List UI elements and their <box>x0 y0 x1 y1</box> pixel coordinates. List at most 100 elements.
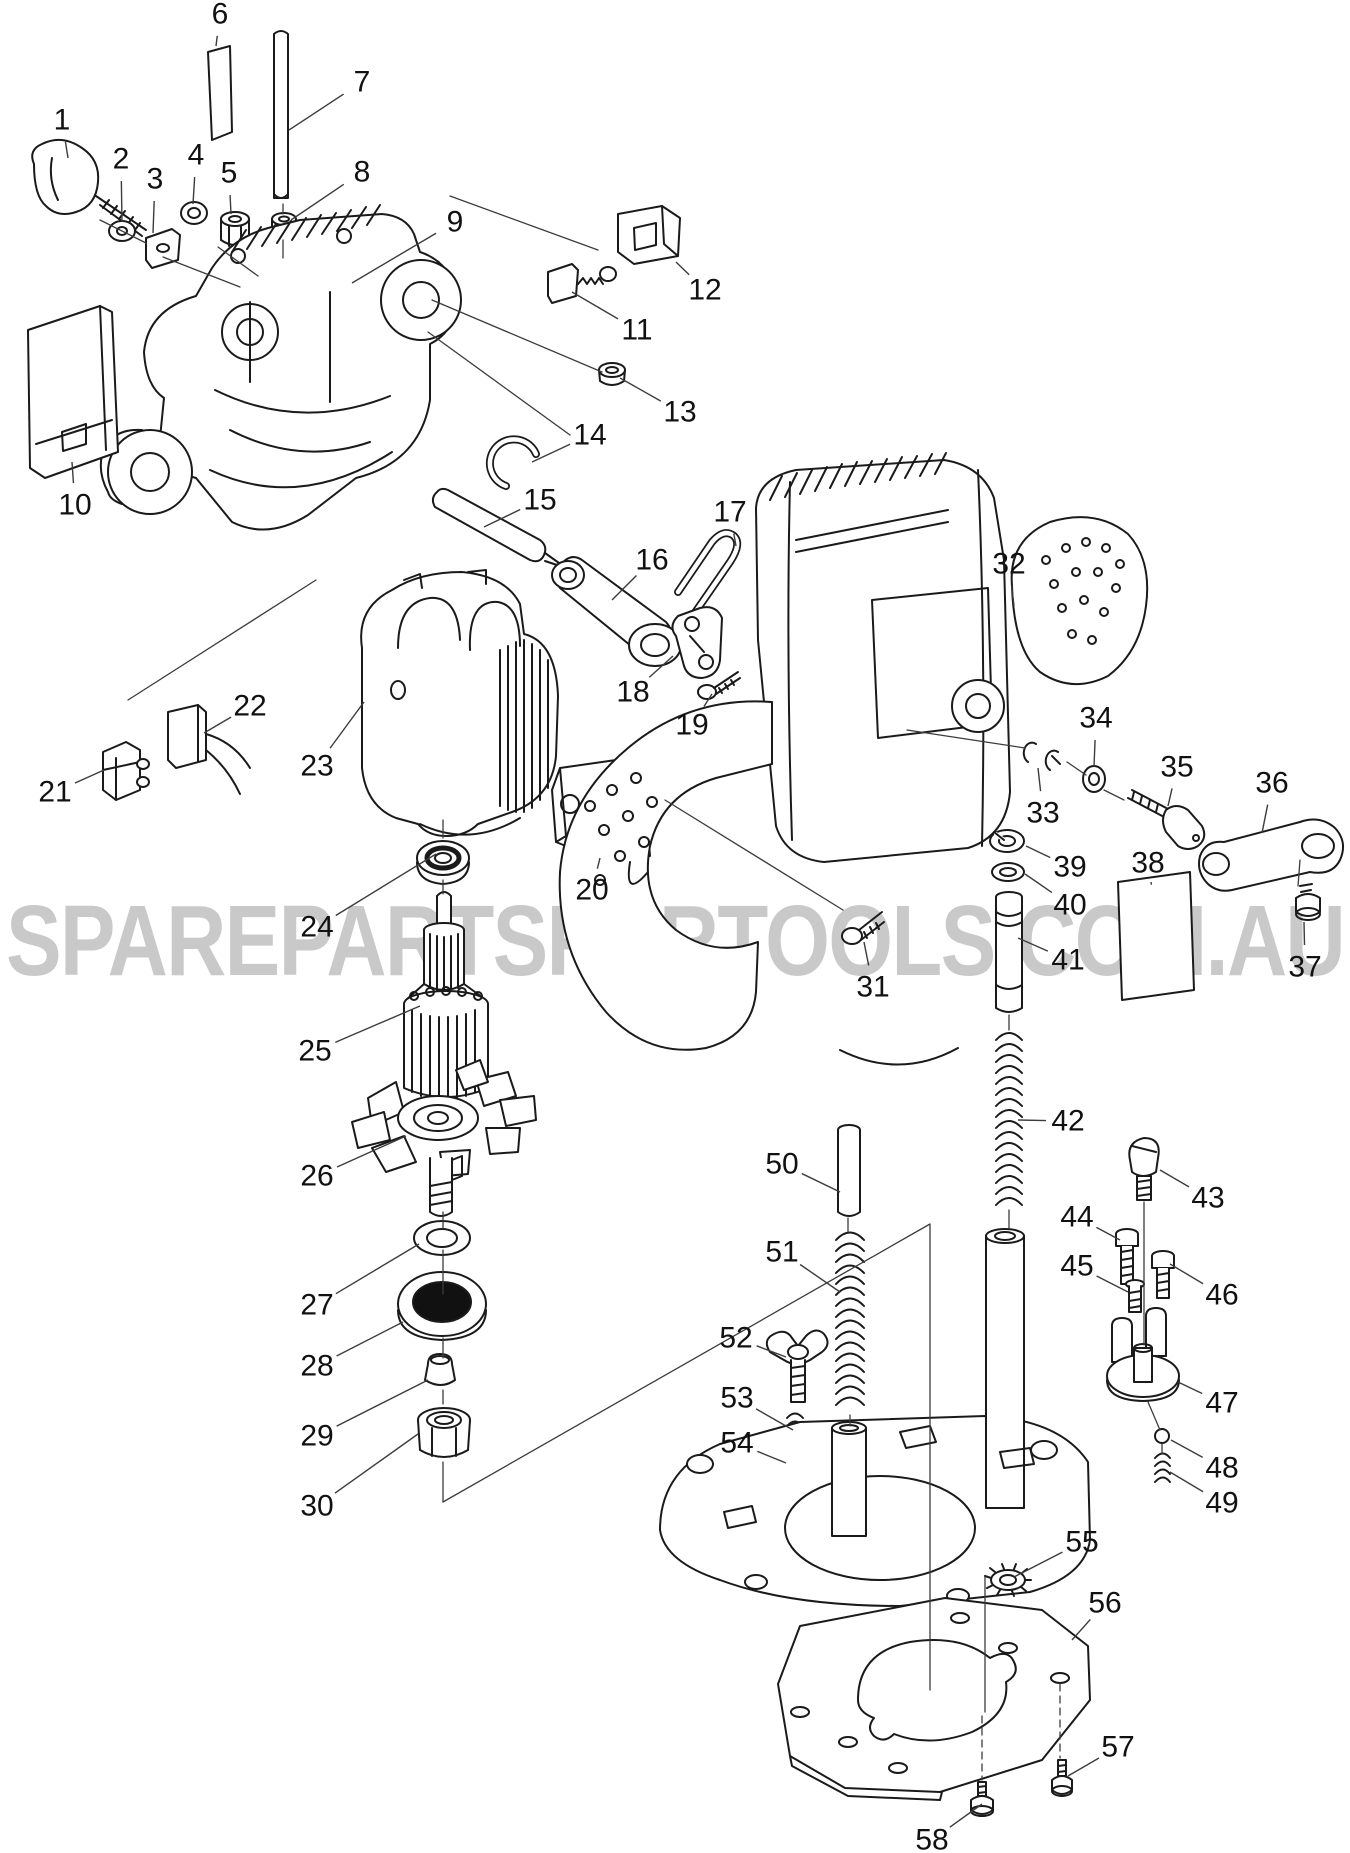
part-number-label-15: 15 <box>523 484 556 517</box>
part-number-label-3: 3 <box>147 163 164 196</box>
construction-lines <box>99 195 1301 1781</box>
part-number-label-13: 13 <box>663 396 696 429</box>
part-number-label-6: 6 <box>212 0 229 31</box>
leader-line-34 <box>1093 739 1096 767</box>
leader-line-25 <box>334 1005 421 1043</box>
part-number-label-47: 47 <box>1205 1387 1238 1420</box>
part-number-label-10: 10 <box>58 489 91 522</box>
leader-line-16 <box>611 575 637 601</box>
leader-line-41 <box>1017 937 1049 952</box>
leader-line-43 <box>1159 1169 1190 1188</box>
leader-line-45 <box>1096 1275 1129 1293</box>
leader-line-44 <box>1096 1226 1121 1241</box>
part-number-label-26: 26 <box>300 1160 333 1193</box>
leader-line-47 <box>1177 1381 1203 1395</box>
part-number-label-25: 25 <box>298 1035 331 1068</box>
leader-line-4 <box>192 176 196 205</box>
leader-line-6 <box>215 35 218 47</box>
leader-line-33 <box>1037 767 1042 792</box>
stopper-pole-41 <box>995 891 1023 1013</box>
hex-bolt-46 <box>1151 1250 1175 1299</box>
leader-line-36 <box>1261 804 1269 834</box>
part-number-label-7: 7 <box>354 66 371 99</box>
part-callouts: 1234567891011121314151617181920212223242… <box>38 0 1321 1853</box>
leader-line-10 <box>71 461 75 484</box>
part-number-label-49: 49 <box>1205 1487 1238 1520</box>
part-number-label-58: 58 <box>915 1824 948 1853</box>
part-number-label-53: 53 <box>720 1382 753 1415</box>
leader-line-32 <box>1010 585 1015 607</box>
part-number-label-43: 43 <box>1191 1182 1224 1215</box>
screw-37 <box>1295 883 1321 921</box>
clamp-lever-36 <box>1198 818 1345 892</box>
ball-bearing-24 <box>416 840 470 885</box>
leader-line-26 <box>336 1135 407 1168</box>
leader-line-21 <box>74 769 105 784</box>
part-number-label-19: 19 <box>675 709 708 742</box>
leader-lines <box>64 35 1306 1828</box>
lock-washer-39 <box>989 829 1025 853</box>
leader-line-58 <box>949 1803 983 1828</box>
part-number-label-39: 39 <box>1053 851 1086 884</box>
screw-19 <box>697 671 741 700</box>
leader-line-35 <box>1167 788 1173 807</box>
leader-line-22 <box>203 716 232 734</box>
part-number-label-22: 22 <box>233 690 266 723</box>
part-number-label-27: 27 <box>300 1289 333 1322</box>
part-number-label-36: 36 <box>1255 767 1288 800</box>
part-number-label-28: 28 <box>300 1350 333 1383</box>
part-number-label-16: 16 <box>635 544 668 577</box>
leader-line-2 <box>120 180 123 223</box>
leader-line-48 <box>1170 1439 1204 1459</box>
leader-line-12 <box>675 261 690 276</box>
brush-holder-12 <box>617 205 681 265</box>
flat-washer-40 <box>991 862 1025 882</box>
leader-line-11 <box>571 291 619 320</box>
hex-bolt-44 <box>1115 1228 1139 1285</box>
part-number-label-57: 57 <box>1101 1731 1134 1764</box>
leader-line-5 <box>229 194 232 215</box>
leader-line-19 <box>703 693 713 707</box>
part-number-label-44: 44 <box>1060 1201 1093 1234</box>
leader-line-17 <box>733 533 737 547</box>
leader-line-27 <box>335 1243 420 1295</box>
thumb-screw-43 <box>1128 1137 1160 1201</box>
part-number-label-48: 48 <box>1205 1452 1238 1485</box>
flat-washer-27 <box>413 1220 471 1256</box>
guide-rod-7 <box>273 30 289 199</box>
depth-stopper-47 <box>1106 1307 1180 1402</box>
wing-bolt-52 <box>765 1329 829 1403</box>
part-number-label-54: 54 <box>720 1427 753 1460</box>
part-number-label-29: 29 <box>300 1420 333 1453</box>
sub-base-plate-56 <box>777 1597 1091 1801</box>
part-number-label-52: 52 <box>719 1322 752 1355</box>
leader-line-23 <box>329 701 365 749</box>
part-number-label-38: 38 <box>1131 847 1164 880</box>
part-number-label-14: 14 <box>573 419 606 452</box>
leader-line-52 <box>756 1345 787 1358</box>
leader-line-28 <box>336 1321 404 1357</box>
chip-deflector-10 <box>27 305 119 479</box>
leader-line-53 <box>755 1408 794 1431</box>
leader-line-51 <box>799 1263 841 1293</box>
terminal-block-21 <box>102 741 150 801</box>
leader-line-9 <box>351 232 437 284</box>
collet-cone-29 <box>424 1353 456 1386</box>
flat-head-screw-58 <box>970 1781 994 1817</box>
small-spring-53 <box>786 1412 804 1443</box>
leader-line-8 <box>290 183 345 221</box>
collet-nut-30 <box>417 1407 471 1458</box>
part-number-label-30: 30 <box>300 1490 333 1523</box>
part-number-label-34: 34 <box>1079 702 1112 735</box>
armature-25 <box>403 891 489 1101</box>
part-number-label-46: 46 <box>1205 1279 1238 1312</box>
carbon-brush-11 <box>547 263 617 304</box>
part-number-label-42: 42 <box>1051 1105 1084 1138</box>
part-number-label-24: 24 <box>300 911 333 944</box>
router-base-casting <box>659 1228 1091 1607</box>
part-number-label-20: 20 <box>575 874 608 907</box>
part-number-label-56: 56 <box>1088 1587 1121 1620</box>
part-number-label-21: 21 <box>38 776 71 809</box>
